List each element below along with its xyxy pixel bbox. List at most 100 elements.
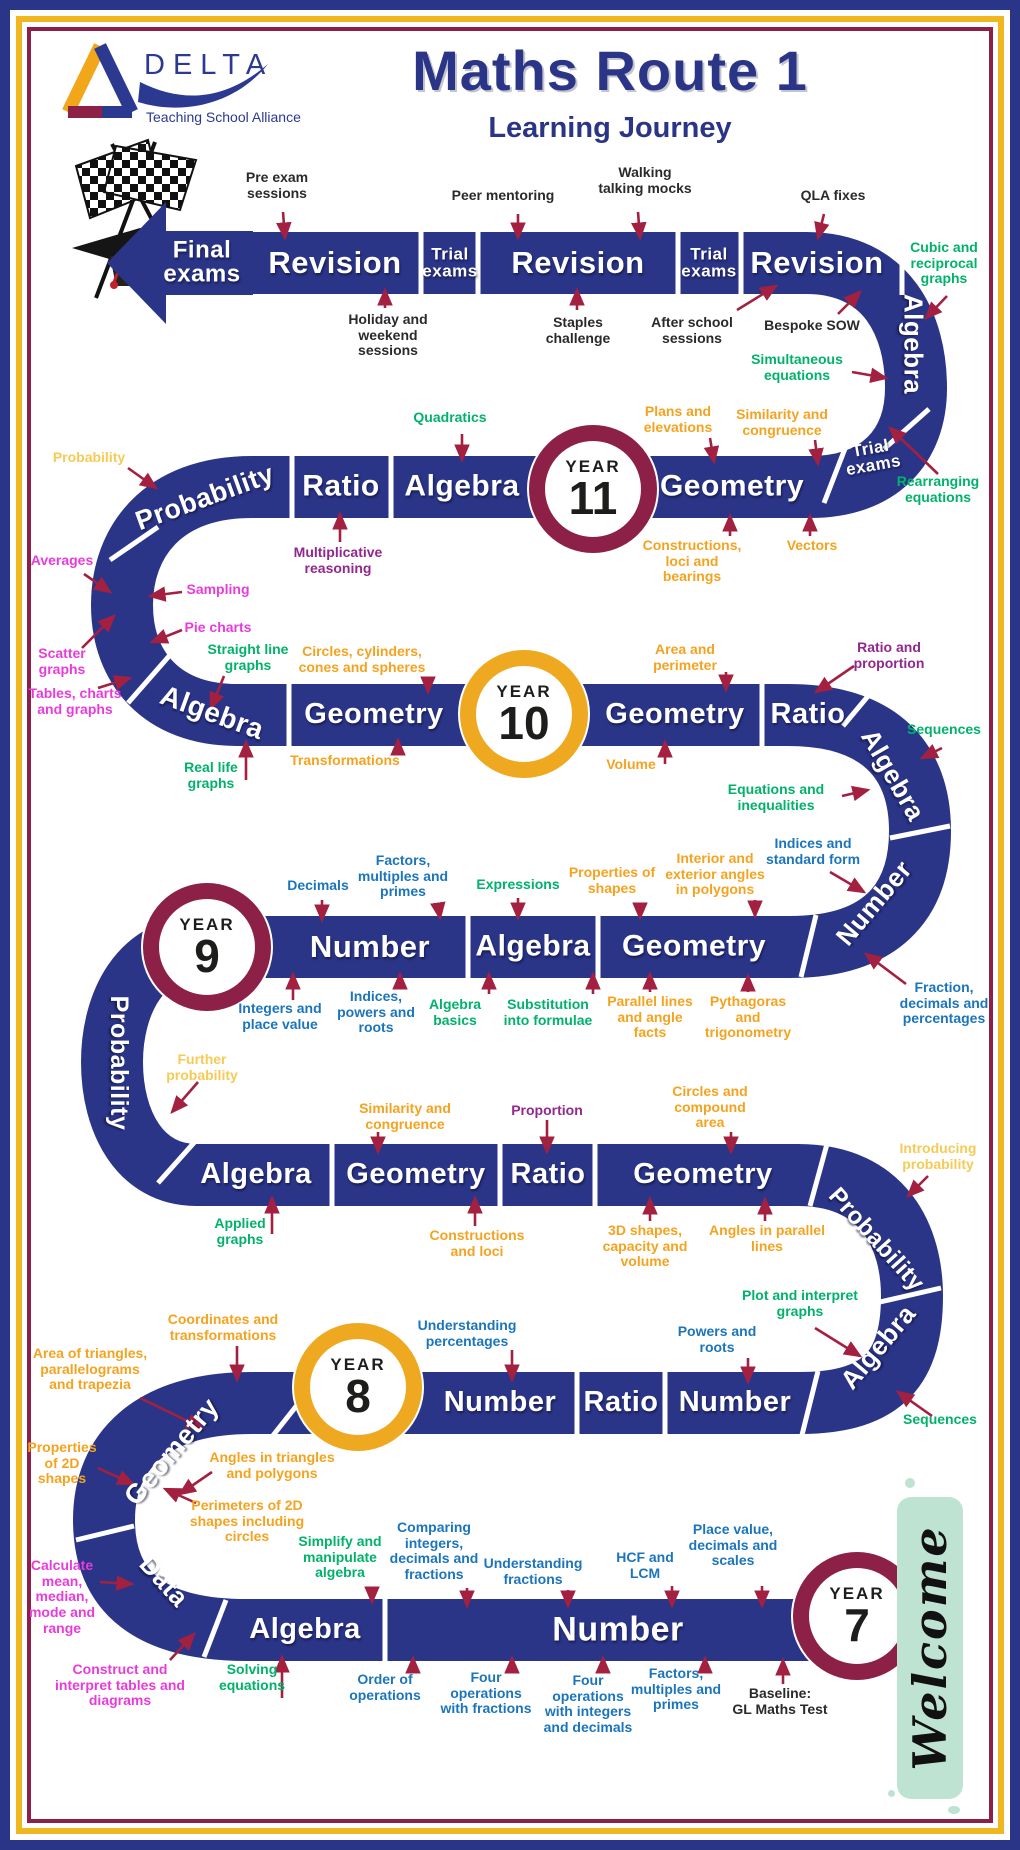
callout-line: [177, 1470, 213, 1496]
callout-line: [97, 1466, 136, 1486]
callout-line: [276, 211, 292, 241]
callout-line: [841, 785, 871, 802]
road-segment-label: Geometry: [633, 1158, 773, 1191]
welcome-text: Welcome: [903, 1525, 957, 1771]
callout-line: [919, 744, 943, 760]
topic-label: Volume: [606, 756, 656, 772]
topic-label: Integers and place value: [238, 1000, 322, 1032]
road-segment-label: Number: [678, 1386, 792, 1419]
road-segment-label: Algebra: [404, 469, 520, 503]
topic-label: Substitution into formulae: [503, 996, 593, 1028]
callout-line: [829, 870, 867, 894]
topic-label: Powers and roots: [677, 1323, 757, 1355]
road-segment-label: Revision: [268, 245, 402, 281]
topic-label: Cubic and reciprocal graphs: [910, 239, 978, 287]
topic-label: Sampling: [186, 581, 250, 597]
topic-label: Circles and compound area: [672, 1083, 748, 1131]
badge-year-word: YEAR: [565, 456, 621, 476]
page-title: Maths Route 1: [412, 39, 808, 102]
topic-label: Plot and interpret graphs: [742, 1287, 858, 1319]
topic-label: Walking talking mocks: [598, 164, 692, 196]
road-segment-label: Geometry: [605, 698, 745, 731]
topic-label: Construct and interpret tables and diagr…: [55, 1661, 185, 1709]
callout-line: [83, 572, 113, 594]
topic-label: Similarity and congruence: [359, 1100, 451, 1132]
topic-label: Calculate mean, median, mode and range: [28, 1557, 96, 1636]
callout-line: [814, 1326, 863, 1358]
road-segment-label: Number: [309, 929, 431, 965]
welcome-banner: Welcome: [897, 1497, 963, 1799]
topic-label: Algebra basics: [428, 996, 482, 1028]
callout-line: [81, 614, 116, 649]
road-segment-label: Geometry: [621, 929, 767, 963]
topic-label: Angles in triangles and polygons: [209, 1449, 335, 1481]
callout-line: [170, 1081, 199, 1114]
topic-label: Constructions and loci: [429, 1227, 525, 1259]
callout-line: [430, 901, 446, 921]
topic-label: Staples challenge: [545, 314, 611, 346]
road-segment-label: Trial exams: [681, 244, 737, 281]
topic-label: Scatter graphs: [38, 645, 86, 677]
callout-line: [147, 586, 183, 602]
callout-line: [99, 1575, 135, 1591]
topic-label: Proportion: [511, 1102, 583, 1118]
topic-label: Applied graphs: [214, 1215, 266, 1247]
topic-label: Coordinates and transformations: [167, 1311, 279, 1343]
callout-line: [209, 675, 226, 711]
road-segment-label: Ratio: [302, 469, 380, 503]
topic-label: After school sessions: [651, 314, 733, 346]
topic-label: Properties of 2D shapes: [27, 1439, 97, 1487]
topic-label: Straight line graphs: [207, 641, 289, 673]
topic-label: Area and perimeter: [653, 641, 717, 673]
callout-line: [814, 213, 830, 241]
topic-label: Factors, multiples and primes: [357, 852, 449, 900]
road-segment-label: Geometry: [346, 1158, 486, 1191]
topic-label: Properties of shapes: [568, 864, 656, 896]
topic-label: Transformations: [290, 752, 400, 768]
callout-connector-lines: [81, 211, 948, 1698]
topic-label: Understanding percentages: [417, 1317, 517, 1349]
callout-line: [813, 664, 855, 694]
badge-year-word: YEAR: [179, 914, 235, 934]
badge-year-number: 11: [568, 471, 618, 524]
topic-label: Holiday and weekend sessions: [348, 311, 428, 359]
delta-logo: DELTA Teaching School Alliance: [62, 43, 301, 125]
topic-label: Sequences: [907, 721, 981, 737]
road-segment-label: Ratio: [583, 1386, 659, 1419]
logo-tagline: Teaching School Alliance: [146, 109, 301, 125]
badge-year-number: 7: [844, 1598, 870, 1651]
topic-label: Sequences: [903, 1411, 977, 1427]
topic-label: Ratio and proportion: [853, 639, 925, 671]
topic-label: Baseline: GL Maths Test: [732, 1685, 828, 1717]
road-segment-label: Revision: [750, 245, 884, 281]
badge-year-number: 10: [498, 696, 550, 749]
topic-label: Comparing integers, decimals and fractio…: [389, 1519, 479, 1583]
topic-label: Real life graphs: [184, 759, 238, 791]
callout-line: [851, 367, 889, 383]
callout-line: [149, 628, 183, 644]
topic-label: Constructions, loci and bearings: [642, 537, 742, 585]
topic-label: Angles in parallel lines: [709, 1222, 825, 1254]
callout-line: [906, 1175, 929, 1198]
callout-line: [169, 1632, 196, 1661]
topic-label: HCF and LCM: [616, 1549, 674, 1581]
topic-label: Understanding fractions: [483, 1555, 583, 1587]
road-segment-label: Ratio: [770, 698, 846, 731]
road-segment-label: Ratio: [510, 1158, 586, 1191]
topic-label: Pre exam sessions: [245, 169, 309, 201]
callout-line: [888, 426, 939, 475]
topic-label: Fraction, decimals and percentages: [899, 979, 989, 1027]
paint-splatter-dot: [948, 1806, 960, 1814]
callout-line: [808, 439, 824, 467]
road-segment-label: Final exams: [163, 236, 241, 288]
road-segment-label: Revision: [511, 245, 645, 281]
road-segment-label: Algebra: [200, 1158, 312, 1191]
final-exams-arrow: [107, 202, 253, 324]
topic-label: Quadratics: [413, 409, 487, 425]
topic-label: Area of triangles, parallelograms and tr…: [32, 1345, 148, 1393]
topic-label: Interior and exterior angles in polygons: [665, 850, 765, 898]
badge-year-number: 9: [194, 929, 220, 982]
topic-label: Plans and elevations: [643, 403, 713, 435]
callout-line: [631, 211, 647, 241]
